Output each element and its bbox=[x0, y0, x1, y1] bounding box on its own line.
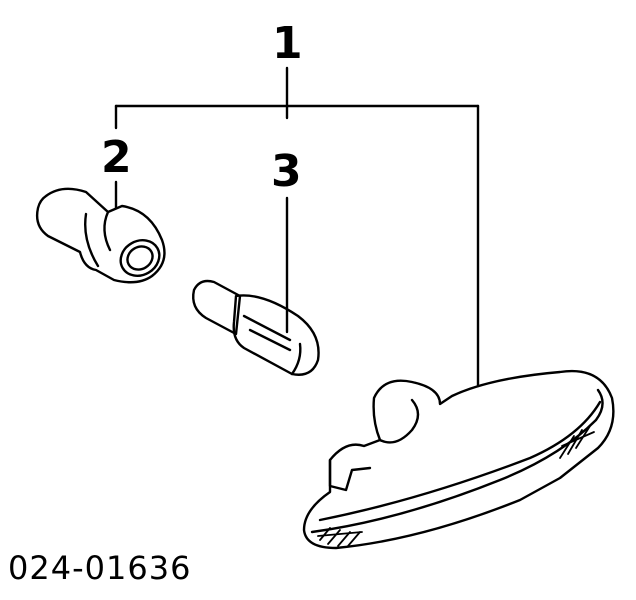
side-marker-lamp bbox=[302, 369, 615, 550]
lamp-lens-edge bbox=[310, 388, 604, 534]
bulb-filament bbox=[242, 314, 292, 352]
lamp-socket-boss bbox=[378, 398, 420, 444]
socket-body bbox=[35, 187, 166, 284]
bulb-tip bbox=[290, 342, 302, 376]
bulb-socket bbox=[35, 187, 166, 284]
callout-assembly: 1 bbox=[272, 18, 303, 69]
lamp-mount-tab bbox=[328, 458, 372, 492]
socket-opening bbox=[119, 239, 161, 277]
lamp-housing bbox=[302, 369, 615, 550]
wedge-bulb bbox=[192, 279, 320, 376]
socket-opening-inner bbox=[126, 245, 154, 271]
leader-lines bbox=[114, 66, 480, 388]
callout-socket: 2 bbox=[101, 132, 132, 183]
socket-step bbox=[103, 210, 112, 252]
lens-grille-left bbox=[317, 527, 363, 547]
socket-collar bbox=[84, 212, 100, 268]
bulb-glass bbox=[232, 294, 320, 376]
lamp-lens-inner bbox=[318, 400, 602, 522]
bulb-base bbox=[192, 279, 242, 336]
lens-grille-right bbox=[559, 425, 595, 459]
part-code: 024-01636 bbox=[8, 549, 192, 587]
callout-bulb: 3 bbox=[271, 146, 302, 197]
